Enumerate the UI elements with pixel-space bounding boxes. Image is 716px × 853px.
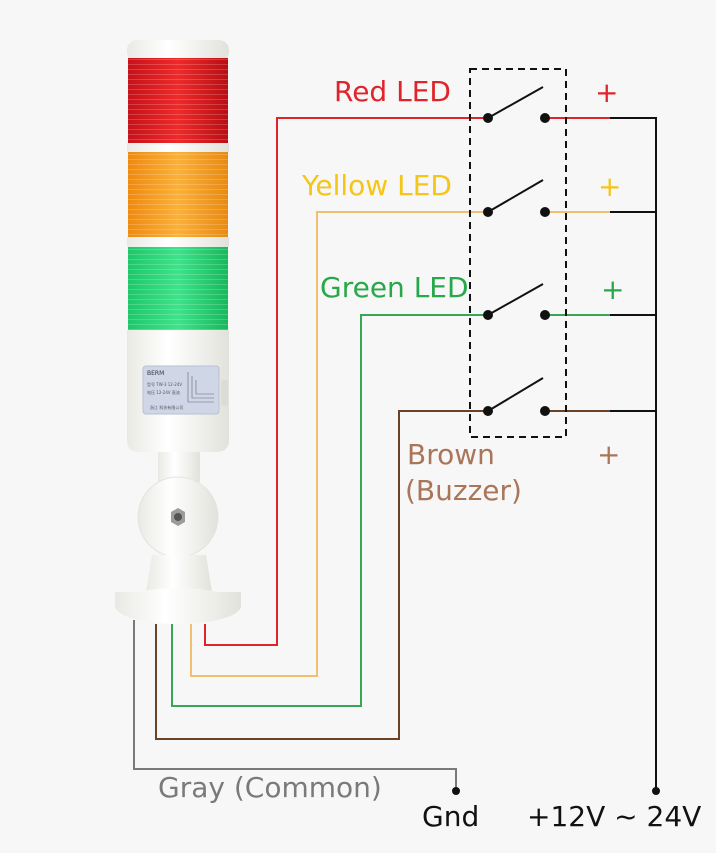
svg-text:电压 12-24V 直流: 电压 12-24V 直流 (147, 389, 180, 395)
wire-brown (155, 410, 487, 740)
label-supply-voltage: +12V ~ 24V (527, 800, 702, 833)
svg-text:型号 TW-3 12-24V: 型号 TW-3 12-24V (147, 381, 182, 387)
plus-green: + (601, 273, 625, 306)
tower-cap (127, 40, 229, 62)
relay-box (469, 68, 567, 438)
svg-text:浙江 科技有限公司: 浙江 科技有限公司 (150, 404, 183, 410)
label-green-led: Green LED (320, 271, 469, 304)
wire-green (171, 314, 487, 707)
supply-bus (610, 117, 657, 791)
gnd-terminal (452, 787, 460, 795)
switch-yellow (483, 179, 550, 217)
label-buzzer: (Buzzer) (405, 474, 522, 507)
plus-red: + (595, 76, 619, 109)
label-red-led: Red LED (334, 75, 451, 108)
svg-text:BERM: BERM (147, 370, 164, 377)
switch-green (483, 283, 550, 320)
switch-brown (483, 377, 550, 416)
label-brown: Brown (407, 438, 495, 471)
plus-yellow: + (598, 170, 622, 203)
supply-terminal (652, 787, 660, 795)
plus-brown: + (597, 438, 621, 471)
label-gray-common: Gray (Common) (158, 771, 382, 804)
switch-red (483, 86, 550, 123)
wire-red (204, 117, 487, 646)
label-yellow-led: Yellow LED (302, 169, 452, 202)
tower-light: BERM 型号 TW-3 12-24V 电压 12-24V 直流 浙江 科技有限… (115, 40, 241, 624)
wire-gray-common (133, 620, 457, 791)
label-gnd: Gnd (422, 800, 480, 833)
wire-yellow (190, 211, 487, 677)
